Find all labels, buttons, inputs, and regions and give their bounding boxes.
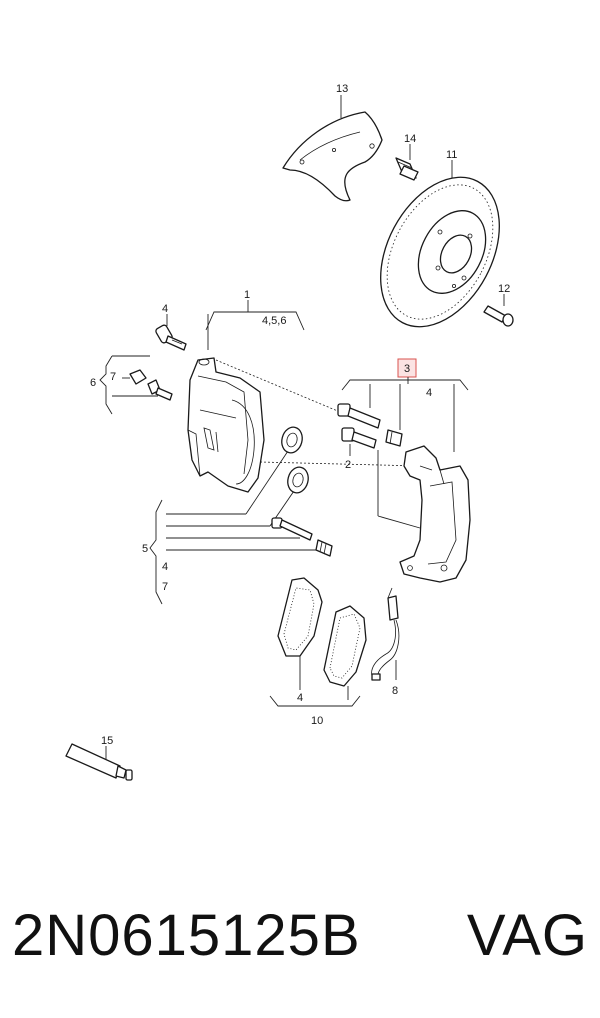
callout-5: 5	[142, 543, 148, 555]
callout-10: 10	[311, 715, 323, 727]
part-guide-pin	[271, 517, 313, 541]
part-number: 2N0615125B	[12, 903, 361, 968]
callout-3: 3	[404, 363, 410, 375]
callout-14: 14	[404, 133, 416, 145]
part-brake-pad-inner	[323, 605, 367, 687]
callout-10-sub: 4	[297, 692, 303, 704]
part-carrier-sleeve	[385, 429, 403, 447]
footer: 2N0615125B VAG	[0, 896, 600, 976]
part-8-wear-sensor	[371, 587, 400, 681]
callout-2: 2	[345, 459, 351, 471]
part-seal-ring-upper	[281, 426, 303, 454]
part-11-brake-disc	[380, 176, 500, 328]
part-brake-pad-outer	[277, 577, 323, 657]
callout-3-sub: 4	[426, 387, 432, 399]
brand-name: VAG	[466, 903, 588, 968]
callout-6: 6	[90, 377, 96, 389]
part-14-bolt	[395, 157, 419, 181]
part-6-bleed-valve	[147, 379, 173, 401]
part-3-caliper-carrier	[399, 445, 471, 583]
part-13-splash-shield	[282, 111, 383, 202]
callout-8: 8	[392, 685, 398, 697]
callout-6-sub: 7	[110, 371, 116, 383]
part-2-bolt	[341, 427, 377, 449]
part-caliper-housing	[187, 357, 265, 493]
callout-15: 15	[101, 735, 113, 747]
part-carrier-bolt-upper	[337, 403, 381, 429]
part-guide-sleeve	[315, 539, 333, 557]
callout-4-top: 4	[162, 303, 168, 315]
part-15-grease-tube	[65, 743, 133, 781]
part-seal-ring-lower	[287, 466, 309, 494]
callout-5-sub1: 4	[162, 561, 168, 573]
callout-13: 13	[336, 83, 348, 95]
callout-3-highlight	[397, 358, 417, 378]
part-4-bolt	[155, 324, 187, 351]
callout-1-sub: 4,5,6	[262, 315, 286, 327]
part-12-screw	[483, 305, 514, 327]
callout-12: 12	[498, 283, 510, 295]
callout-11: 11	[446, 149, 457, 161]
callout-5-sub2: 7	[162, 581, 168, 593]
part-7-dust-cap	[129, 369, 147, 385]
callout-1: 1	[244, 289, 250, 301]
